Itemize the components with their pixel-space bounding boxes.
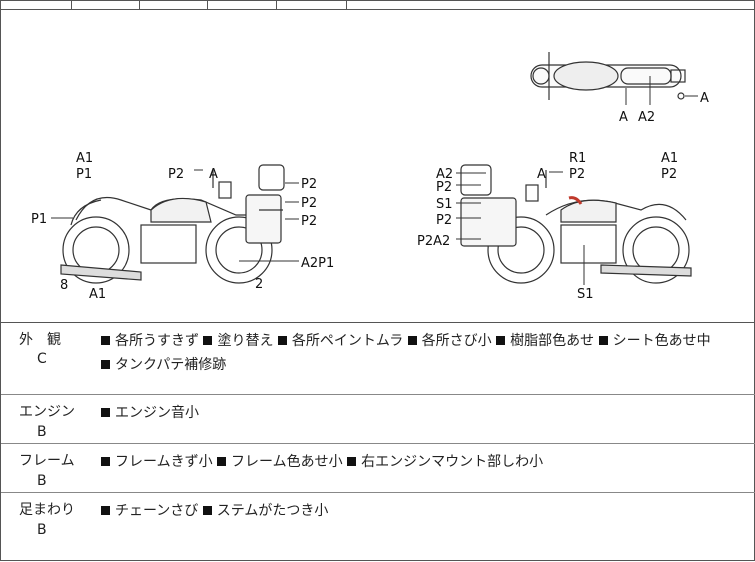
bike-right-side bbox=[460, 164, 692, 284]
row-grade: B bbox=[37, 473, 47, 489]
damage-diagram: A1 P1 P2 A P2 P2 P2 P1 A2P1 8 A1 2 A2 P2… bbox=[1, 10, 755, 323]
header-cell-divider bbox=[139, 1, 140, 10]
item-text: フレームきず小 bbox=[115, 454, 213, 470]
row-exterior: 外 観 C 各所うすきず 塗り替え 各所ペイントムラ 各所さび小 樹脂部色あせ … bbox=[1, 323, 755, 395]
row-heading: 外 観 bbox=[19, 332, 61, 348]
label-right-3: P2 bbox=[436, 213, 452, 228]
item-line: チェーンさび ステムがたつき小 bbox=[101, 499, 751, 523]
item-text: 各所うすきず bbox=[115, 333, 199, 349]
label-right-8: A1 bbox=[661, 151, 678, 166]
label-top-1: A bbox=[619, 110, 628, 125]
row-items: フレームきず小 フレーム色あせ小 右エンジンマウント部しわ小 bbox=[101, 450, 751, 474]
bullet-square-icon bbox=[203, 336, 213, 345]
row-suspension: 足まわり B チェーンさび ステムがたつき小 bbox=[1, 493, 755, 562]
row-frame: フレーム B フレームきず小 フレーム色あせ小 右エンジンマウント部しわ小 bbox=[1, 444, 755, 493]
label-left-11: 2 bbox=[255, 277, 263, 292]
item-line: フレームきず小 フレーム色あせ小 右エンジンマウント部しわ小 bbox=[101, 450, 751, 474]
item-text: シート色あせ中 bbox=[612, 333, 711, 349]
label-right-9: P2 bbox=[661, 167, 677, 182]
bullet-square-icon bbox=[407, 336, 417, 345]
row-heading: 足まわり bbox=[19, 502, 75, 518]
bullet-square-icon bbox=[101, 506, 110, 515]
item-text: 樹脂部色あせ bbox=[510, 333, 595, 349]
row-grade: B bbox=[37, 522, 47, 538]
label-top-2: A2 bbox=[638, 110, 655, 125]
item-text: 塗り替え bbox=[217, 333, 274, 349]
row-items: チェーンさび ステムがたつき小 bbox=[101, 499, 751, 523]
item-text: 右エンジンマウント部しわ小 bbox=[361, 454, 544, 470]
header-strip bbox=[1, 1, 755, 10]
bullet-square-icon bbox=[598, 336, 608, 345]
item-line: 各所うすきず 塗り替え 各所ペイントムラ 各所さび小 樹脂部色あせ シート色あせ… bbox=[101, 329, 751, 353]
label-right-6: R1 bbox=[569, 151, 586, 166]
label-left-8: A2P1 bbox=[301, 256, 334, 271]
item-text: フレーム色あせ小 bbox=[231, 454, 343, 470]
bullet-square-icon bbox=[101, 457, 110, 466]
item-text: エンジン音小 bbox=[115, 405, 199, 421]
bullet-square-icon bbox=[496, 336, 506, 345]
label-left-1: P1 bbox=[76, 167, 92, 182]
label-right-7: P2 bbox=[569, 167, 585, 182]
header-cell-divider bbox=[71, 1, 72, 10]
item-line: タンクパテ補修跡 bbox=[101, 353, 751, 377]
item-text: タンクパテ補修跡 bbox=[115, 357, 227, 373]
item-text: ステムがたつき小 bbox=[216, 503, 329, 519]
item-text: 各所ペイントムラ bbox=[291, 333, 404, 349]
row-grade: B bbox=[37, 424, 47, 440]
header-cell-divider bbox=[276, 1, 277, 10]
bullet-square-icon bbox=[217, 457, 227, 466]
label-left-7: P1 bbox=[31, 212, 47, 227]
label-left-9: 8 bbox=[60, 278, 68, 293]
row-heading: エンジン bbox=[19, 404, 75, 420]
item-line: エンジン音小 bbox=[101, 401, 751, 425]
item-text: チェーンさび bbox=[115, 503, 199, 519]
bullet-square-icon bbox=[101, 360, 110, 369]
bike-top-view bbox=[530, 52, 686, 100]
bike-left-side bbox=[60, 164, 285, 284]
diagram-labels: A1 P1 P2 A P2 P2 P2 P1 A2P1 8 A1 2 A2 P2… bbox=[31, 91, 709, 302]
bullet-square-icon bbox=[202, 506, 212, 515]
label-right-1: P2 bbox=[436, 180, 452, 195]
row-items: 各所うすきず 塗り替え 各所ペイントムラ 各所さび小 樹脂部色あせ シート色あせ… bbox=[101, 329, 751, 377]
label-left-3: A bbox=[209, 167, 218, 182]
label-right-0: A2 bbox=[436, 167, 453, 182]
bullet-square-icon bbox=[101, 336, 110, 345]
bullet-square-icon bbox=[347, 457, 357, 466]
label-left-6: P2 bbox=[301, 214, 317, 229]
label-right-4: P2A2 bbox=[417, 234, 450, 249]
label-right-5: A bbox=[537, 167, 546, 182]
label-left-2: P2 bbox=[168, 167, 184, 182]
label-left-10: A1 bbox=[89, 287, 106, 302]
row-grade: C bbox=[37, 351, 47, 367]
label-left-5: P2 bbox=[301, 196, 317, 211]
row-engine: エンジン B エンジン音小 bbox=[1, 395, 755, 444]
row-items: エンジン音小 bbox=[101, 401, 751, 425]
header-cell-divider bbox=[207, 1, 208, 10]
row-heading: フレーム bbox=[19, 453, 75, 469]
leader-lines bbox=[51, 76, 698, 285]
label-top-0: A bbox=[700, 91, 709, 106]
item-text: 各所さび小 bbox=[421, 333, 492, 349]
motorcycle-diagram-svg: A1 P1 P2 A P2 P2 P2 P1 A2P1 8 A1 2 A2 P2… bbox=[31, 52, 709, 302]
bullet-square-icon bbox=[277, 336, 287, 345]
label-left-0: A1 bbox=[76, 151, 93, 166]
label-right-10: S1 bbox=[577, 287, 594, 302]
label-right-2: S1 bbox=[436, 197, 453, 212]
header-cell-divider bbox=[346, 1, 347, 10]
label-left-4: P2 bbox=[301, 177, 317, 192]
bullet-square-icon bbox=[101, 408, 110, 417]
